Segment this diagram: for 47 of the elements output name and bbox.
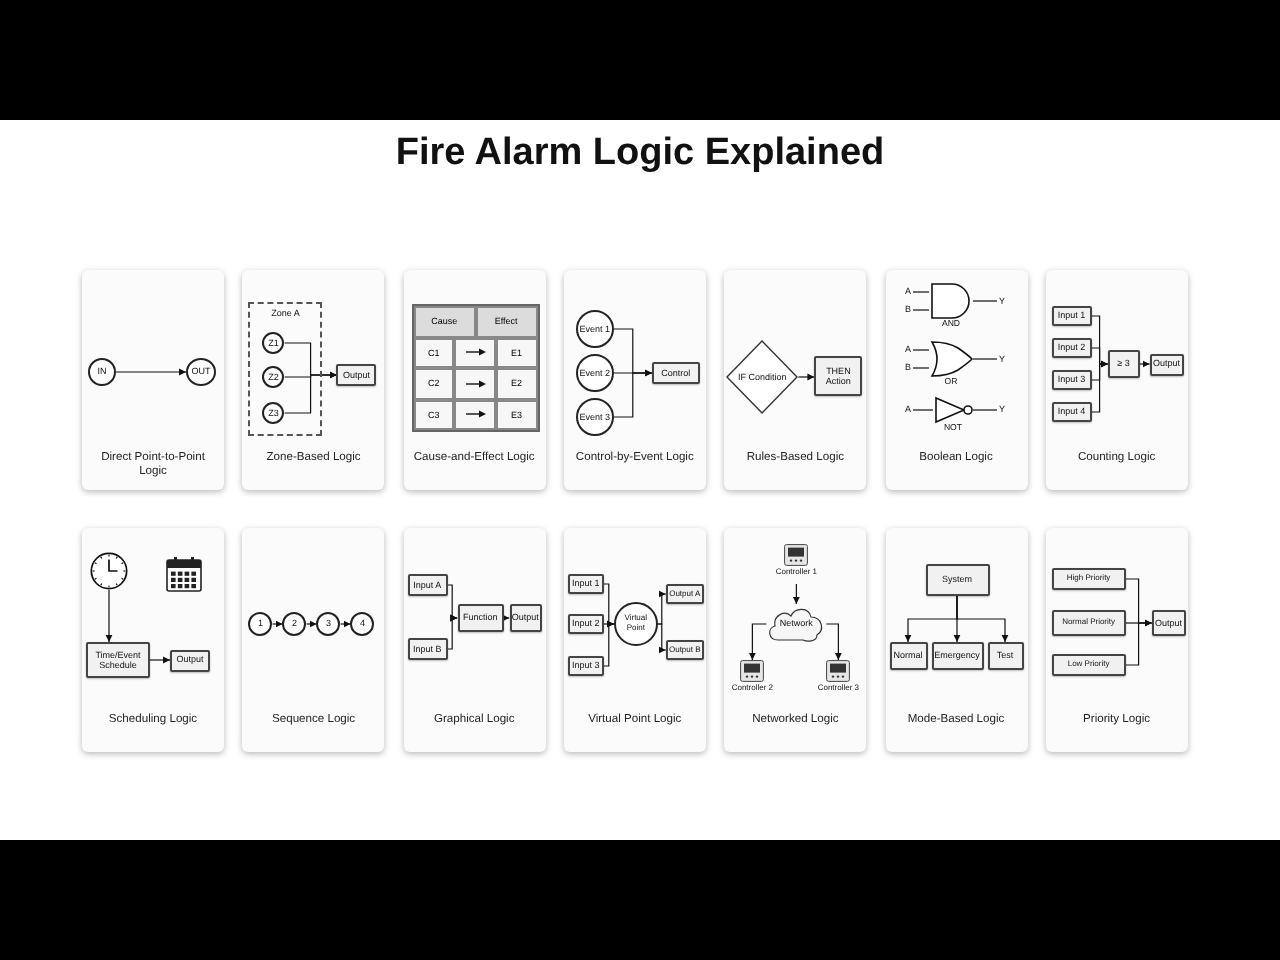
logic-card	[563, 270, 706, 490]
arrow	[306, 620, 318, 628]
connector-line	[972, 409, 998, 411]
arrow	[1125, 619, 1153, 666]
logic-card	[885, 270, 1027, 490]
arrow	[446, 584, 458, 622]
logic-card	[82, 270, 224, 490]
logic-card	[724, 528, 867, 752]
logic-card	[403, 528, 546, 752]
arrow	[446, 614, 458, 650]
connector-line	[972, 358, 998, 360]
logic-card	[242, 270, 385, 490]
logic-card	[242, 528, 385, 752]
arrow	[825, 623, 842, 661]
arrow	[657, 590, 667, 625]
logic-card	[563, 528, 706, 752]
zone-frame	[248, 302, 323, 436]
arrow	[793, 583, 800, 605]
arrow	[105, 589, 113, 643]
arrow	[749, 623, 767, 661]
connector-line	[912, 291, 930, 293]
logic-card	[724, 270, 867, 490]
clock-icon	[90, 552, 128, 590]
diagram-title: Fire Alarm Logic Explained	[393, 132, 887, 176]
connector-line	[972, 300, 998, 302]
arrow	[502, 614, 510, 622]
logic-card	[1045, 528, 1188, 752]
arrow	[797, 373, 815, 381]
arrow	[956, 595, 1009, 643]
connector-line	[912, 349, 930, 351]
arrow	[657, 623, 667, 654]
connector-line	[912, 309, 930, 311]
logic-card	[1045, 270, 1188, 490]
arrow	[149, 656, 171, 664]
arrow	[284, 371, 338, 414]
arrow	[603, 620, 615, 667]
connector-line	[912, 367, 930, 369]
arrow	[1091, 360, 1109, 413]
arrow	[340, 620, 352, 628]
logic-card	[82, 528, 224, 752]
arrow	[272, 620, 284, 628]
arrow	[613, 369, 653, 418]
connector-line	[912, 409, 934, 411]
arrow	[1139, 360, 1151, 368]
logic-card	[403, 270, 546, 490]
arrow	[115, 368, 187, 376]
logic-card	[885, 528, 1027, 752]
